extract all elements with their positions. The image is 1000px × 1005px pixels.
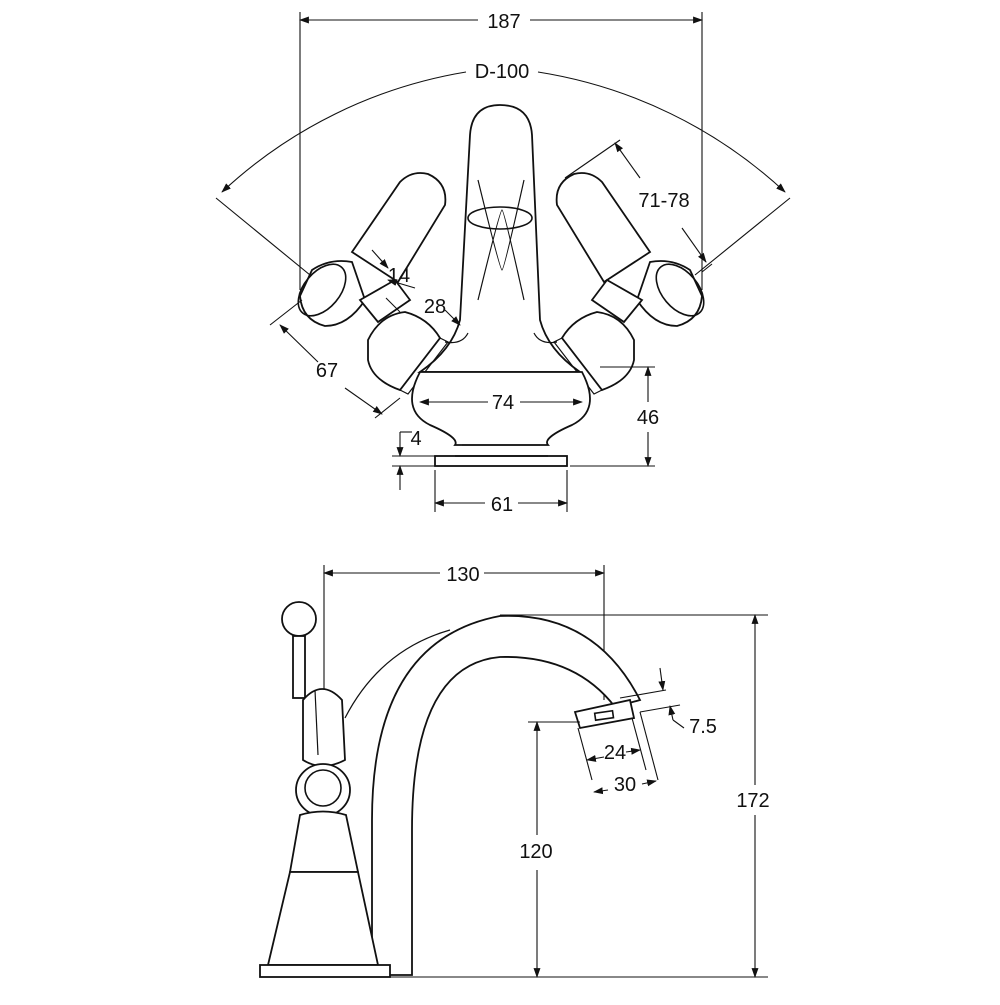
spout-front: [417, 104, 583, 373]
label-base-thickness: 4: [410, 428, 421, 450]
label-overall-height: 172: [736, 790, 769, 812]
label-body-height: 46: [637, 407, 659, 429]
side-view: 130 7.5 24 30 120 172: [259, 564, 770, 978]
label-handle-neck: 14: [388, 265, 410, 287]
label-body-width: 74: [492, 392, 514, 414]
label-handle-height: 67: [316, 360, 338, 382]
label-aerator-outer: 30: [614, 774, 636, 796]
label-overall-width: 187: [487, 11, 520, 33]
label-spout-outlet-height: 120: [519, 841, 552, 863]
label-handle-collar: 28: [424, 296, 446, 318]
body-base-front: [411, 371, 591, 467]
label-handle-length: 71-78: [638, 190, 689, 212]
label-aerator-thickness: 7.5: [689, 716, 717, 738]
label-spout-reach: 130: [446, 564, 479, 586]
lever-side: [259, 601, 391, 978]
label-deck-diameter: D-100: [475, 61, 529, 83]
left-handle: [297, 172, 469, 395]
spout-side: [344, 614, 642, 976]
label-base-width: 61: [491, 494, 513, 516]
front-view: 187 D-100 71-78 14 28 67 74 46 4 61: [215, 11, 791, 516]
right-handle: [533, 172, 705, 395]
label-aerator-inner: 24: [604, 742, 626, 764]
